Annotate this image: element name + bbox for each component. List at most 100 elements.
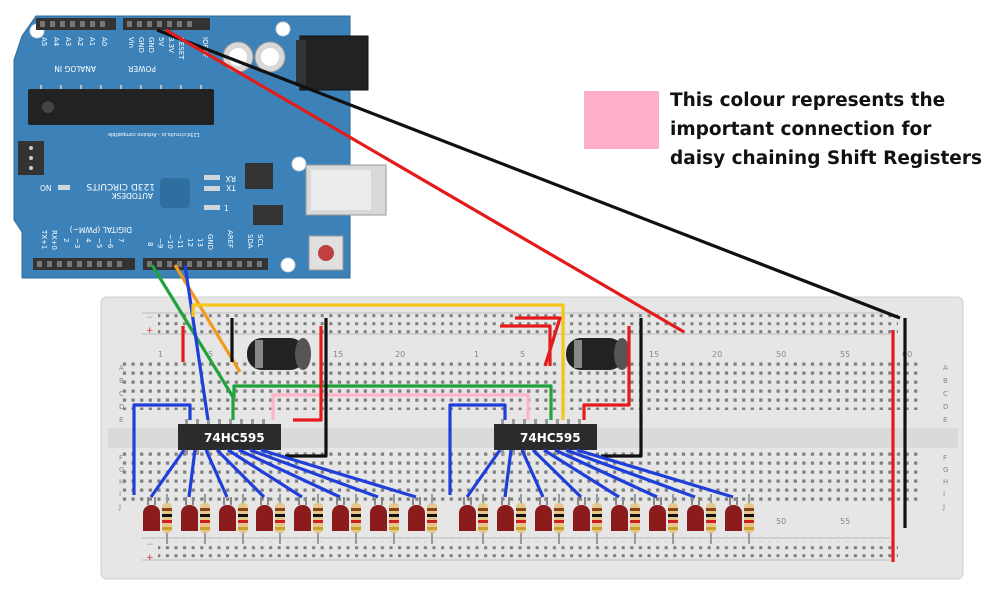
- row-letter: C: [119, 390, 124, 398]
- chip-gnd-wire: [285, 318, 328, 458]
- vcc-wire: [165, 28, 685, 334]
- led: [219, 497, 236, 531]
- col-num: 15: [649, 350, 659, 359]
- output-wire: [503, 449, 513, 498]
- led: [181, 497, 198, 531]
- resistor: [554, 494, 564, 544]
- col-num: 20: [712, 350, 722, 359]
- row-letter: J: [118, 503, 121, 511]
- pin-label: A2: [76, 37, 84, 46]
- output-wire: [238, 448, 341, 499]
- analog-in-label: ANALOG IN: [54, 64, 96, 73]
- led: [497, 497, 514, 531]
- latch-wire-yellow: [191, 303, 565, 420]
- clock-wire-blue: [183, 264, 210, 421]
- on-label: ON: [40, 184, 52, 193]
- pin-label: AREF: [226, 230, 234, 248]
- shift-register-right: 74HC595: [494, 419, 597, 455]
- led-array: [143, 494, 754, 544]
- pin-label: ~11: [176, 234, 184, 249]
- resistor: [238, 494, 248, 544]
- output-wire: [576, 448, 734, 499]
- row-letter: A: [943, 364, 948, 372]
- resistor: [389, 494, 399, 544]
- output-wire: [260, 448, 417, 499]
- pin-label: A1: [88, 37, 96, 46]
- pin-label: TX+1: [40, 229, 48, 249]
- pin-label: ~9: [156, 238, 164, 248]
- output-wire: [187, 449, 197, 498]
- pin-label: GND: [147, 37, 155, 53]
- row-letter: J: [942, 503, 945, 511]
- led: [649, 497, 666, 531]
- wires: [132, 28, 907, 562]
- legend-swatch: [584, 91, 659, 149]
- row-letter: H: [943, 478, 948, 486]
- pin-label: ~10: [166, 234, 174, 249]
- power-label: POWER: [128, 64, 156, 73]
- brand-123d: 123D CIRCUITS: [86, 181, 155, 191]
- pin-label: 4: [84, 238, 92, 243]
- svg-text:+: +: [146, 553, 154, 563]
- daisy-chain-pink: [271, 393, 530, 420]
- output-wire: [565, 448, 696, 499]
- pin-label: 12: [186, 238, 194, 247]
- chip-label: 74HC595: [520, 431, 581, 445]
- led: [143, 497, 160, 531]
- resistor: [427, 494, 437, 544]
- col-num: 15: [333, 350, 343, 359]
- row-letter: E: [119, 416, 123, 424]
- tx-label: TX: [226, 183, 237, 192]
- row-letter: C: [943, 390, 948, 398]
- led: [370, 497, 387, 531]
- tiny-text: 123d.circuits.io - Arduino compatible: [108, 131, 200, 137]
- col-num: 60: [902, 350, 912, 359]
- capacitor: [566, 338, 630, 370]
- led: [535, 497, 552, 531]
- row-letter: F: [119, 454, 123, 462]
- pin-label: 7: [117, 238, 125, 242]
- pin-label: ~6: [106, 238, 114, 249]
- gnd-wire: [156, 28, 901, 320]
- row-letter: E: [943, 416, 947, 424]
- led: [294, 497, 311, 531]
- arduino-board: AUTODESK 123D CIRCUITS ANALOG IN POWER D…: [13, 15, 387, 279]
- col-num: 50: [776, 350, 786, 359]
- legend-text: This colour represents the important con…: [670, 90, 982, 169]
- resistor: [162, 494, 172, 544]
- resistor: [668, 494, 678, 544]
- rx-label: RX: [226, 174, 236, 183]
- latch-wire-orange: [173, 264, 242, 373]
- row-letter: G: [119, 466, 124, 474]
- output-wire: [520, 449, 545, 498]
- output-wire: [227, 448, 303, 499]
- row-letter: F: [943, 454, 947, 462]
- chip-vcc-wire-r: [582, 326, 631, 420]
- capacitor: [247, 338, 311, 370]
- output-wire: [215, 448, 266, 499]
- led: [687, 497, 704, 531]
- row-letter: B: [119, 377, 124, 385]
- pin-label: 2: [62, 238, 70, 242]
- svg-text:−: −: [146, 540, 154, 550]
- col-num: 20: [395, 350, 405, 359]
- pin-label: A0: [100, 37, 108, 46]
- oe-wire-right: [448, 403, 507, 495]
- pin-label: Vin: [127, 37, 135, 48]
- resistor: [351, 494, 361, 544]
- output-wire: [531, 448, 583, 499]
- oe-wire-left: [132, 403, 192, 495]
- pin-label: GND: [206, 234, 214, 250]
- row-letter: G: [943, 466, 948, 474]
- pin-label: GND: [137, 37, 145, 53]
- row-letter: B: [943, 377, 948, 385]
- resistor: [478, 494, 488, 544]
- resistor: [706, 494, 716, 544]
- row-letter: D: [119, 403, 124, 411]
- resistor: [630, 494, 640, 544]
- svg-text:−: −: [146, 313, 154, 323]
- output-wire: [149, 449, 186, 498]
- local-vcc-wire-r2: [515, 316, 562, 367]
- pin-label: ~5: [95, 238, 103, 248]
- output-wire: [249, 448, 379, 499]
